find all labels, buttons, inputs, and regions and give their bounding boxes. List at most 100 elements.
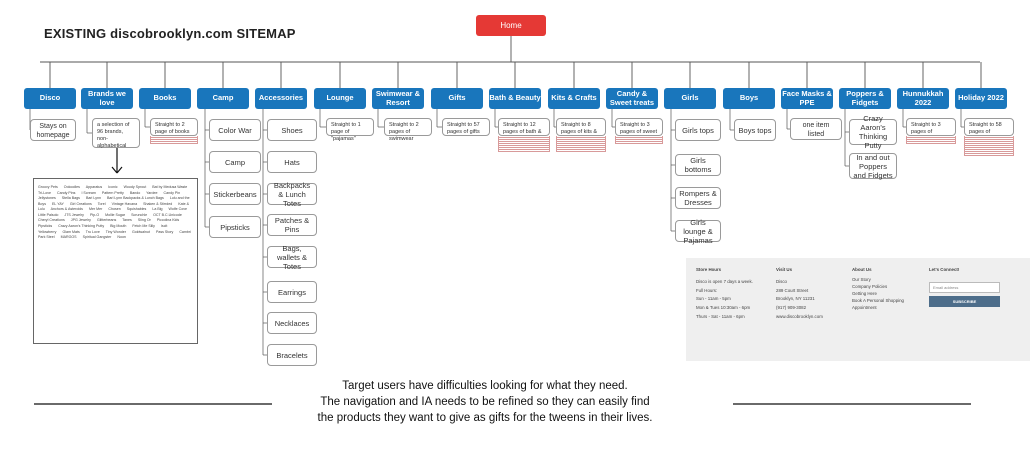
subscribe-button[interactable]: SUBSCRIBE [929,296,1000,307]
category-girls[interactable]: Girls [664,88,716,109]
brand-name[interactable]: Girl Creations [69,201,92,206]
child-patches-pins[interactable]: Patches & Pins [267,214,317,236]
brand-name[interactable]: Mer Mer [88,207,103,212]
child-shoes[interactable]: Shoes [267,119,317,141]
child-backpacks-lunch-totes[interactable]: Backpacks & Lunch Totes [267,181,317,208]
category-holiday-2022[interactable]: Holiday 2022 [955,88,1007,109]
child-bags-wallets-totes[interactable]: Bags, wallets & Totes [267,244,317,271]
brand-name[interactable]: EL YAY [52,201,64,206]
brand-name[interactable]: Crazy Aaron's Thinking Putty [58,223,105,228]
brand-name[interactable]: Scrunchle [131,212,148,217]
brand-name[interactable]: Bat by Medusa Waste [152,185,188,189]
child-earrings[interactable]: Earrings [267,281,317,303]
brand-name[interactable]: Bando [129,190,141,195]
footer-link[interactable]: Our Story [852,277,871,283]
brand-name[interactable]: Cheryl Creations [38,218,65,223]
brand-name[interactable]: Pass Story [155,229,174,234]
child-necklaces[interactable]: Necklaces [267,312,317,334]
brand-name[interactable]: I Scream [81,190,96,195]
brand-name[interactable]: Noon [117,235,126,240]
child-hats[interactable]: Hats [267,151,317,173]
brand-name[interactable]: OCT B.C.Unicode [153,212,182,217]
brand-name[interactable]: Vintage Havana [111,201,138,206]
brand-name[interactable]: Torel [97,201,106,206]
category-disco[interactable]: Disco [24,88,76,109]
brand-name[interactable]: Glam Mats [62,229,80,234]
brand-name[interactable]: Apparatus [85,185,103,189]
brand-name[interactable]: Yellowberry [38,229,57,234]
brand-name[interactable]: Tiny Wonder [105,229,126,234]
category-candy-sweet-treats[interactable]: Candy & Sweet treats [606,88,658,109]
brand-name[interactable]: Big Mouth [110,223,127,228]
child-color-war[interactable]: Color War [209,119,261,141]
brand-name[interactable]: Iconic [108,185,118,189]
brand-name[interactable]: Goldwalnut [131,229,150,234]
brand-name[interactable]: JTS Jewelry [64,212,84,217]
footer-link[interactable]: Getting Here [852,291,877,297]
child-bracelets[interactable]: Bracelets [267,344,317,366]
brand-name[interactable]: Kate & Lulu [38,201,190,212]
child-camp[interactable]: Camp [209,151,261,173]
brand-name[interactable]: Pipsticks [38,223,53,228]
footer-link[interactable]: Company Policies [852,284,888,290]
brand-name[interactable]: Iscit [160,223,168,228]
child-rompers-dresses[interactable]: Rompers & Dresses [675,187,721,209]
brand-name[interactable]: Mollie Sugar [105,212,126,217]
brand-name[interactable]: Spiritual Gangster [82,235,112,240]
brand-name[interactable]: Little Palsolo [38,212,59,217]
brand-name[interactable]: Woody Sprout [123,185,147,189]
category-bath-beauty[interactable]: Bath & Beauty [489,88,541,109]
brand-name[interactable]: Anchors & Asteroids [50,207,83,212]
email-field[interactable]: Email address [929,282,1000,293]
brand-name[interactable]: Wolfe Cove [168,207,188,212]
brand-name[interactable]: Tanes [122,218,132,223]
brand-name[interactable]: Sling Or [137,218,151,223]
child-stickerbeans[interactable]: Stickerbeans [209,183,261,205]
category-camp[interactable]: Camp [197,88,249,109]
brand-name[interactable]: Tru Love [85,229,100,234]
category-lounge[interactable]: Lounge [314,88,366,109]
footer-link[interactable]: Book A Personal Shopping Appointment [852,298,904,311]
category-books[interactable]: Books [139,88,191,109]
brand-name[interactable]: Pip-O [89,212,100,217]
brand-name[interactable]: Chosen [108,207,121,212]
brand-name[interactable]: La Big [152,207,163,212]
brand-name[interactable]: Fetch Me Silly [132,223,155,228]
brand-name[interactable]: Glitterbeans [96,218,117,223]
footer-line[interactable]: www.discobrooklyn.com [776,314,823,320]
child-crazy-aaron-s-thinking-putty[interactable]: Crazy Aaron's Thinking Putty [849,114,897,150]
child-pipsticks[interactable]: Pipsticks [209,216,261,238]
category-hunnukkah-2022[interactable]: Hunnukkah 2022 [897,88,949,109]
child-boys-tops[interactable]: Boys tops [734,119,776,141]
brand-name[interactable]: Piccolina Kids [156,218,180,223]
child-girls-lounge-pajamas[interactable]: Girls lounge & Pajamas [675,218,721,245]
brand-name[interactable]: Ooloodles [63,185,80,189]
category-face-masks-ppe[interactable]: Face Masks & PPE [781,88,833,109]
child-in-and-out-poppers-and-fidgets[interactable]: In and out Poppers and Fidgets [849,153,897,180]
brand-name[interactable]: Shaken & Stirrded [143,201,173,206]
brand-name[interactable]: Cambri Park Steel [38,229,191,240]
category-kits-crafts[interactable]: Kits & Crafts [548,88,600,109]
brand-name[interactable]: Bari Lynn [85,196,102,201]
brand-name[interactable]: Candy Pin Jellystones [38,190,181,201]
brand-name[interactable]: Yardee [146,190,158,195]
category-swimwear-resort[interactable]: Swimwear & Resort [372,88,424,109]
page-stack-line [556,144,606,146]
category-gifts[interactable]: Gifts [431,88,483,109]
brand-name[interactable]: Tri-Love [38,190,52,195]
category-poppers-fidgets[interactable]: Poppers & Fidgets [839,88,891,109]
brand-name[interactable]: Pattern Pretty [101,190,124,195]
category-boys[interactable]: Boys [723,88,775,109]
brand-name[interactable]: Stella Bags [61,196,80,201]
brand-name[interactable]: MARGOS [60,235,77,240]
brand-name[interactable]: JPG Jewelry [70,218,91,223]
brand-name[interactable]: Candy Pins [57,190,76,195]
brand-name[interactable]: Squishables [126,207,147,212]
brand-name[interactable]: Lulu and the Boys [38,196,190,206]
brand-name[interactable]: Barl Lynn Backpacks & Lunch Bags [107,196,164,201]
category-brands-we-love[interactable]: Brands we love [81,88,133,109]
category-accessories[interactable]: Accessories [255,88,307,109]
child-girls-bottoms[interactable]: Girls bottoms [675,154,721,176]
child-girls-tops[interactable]: Girls tops [675,119,721,141]
brand-name[interactable]: Groovy Pets [38,185,58,189]
